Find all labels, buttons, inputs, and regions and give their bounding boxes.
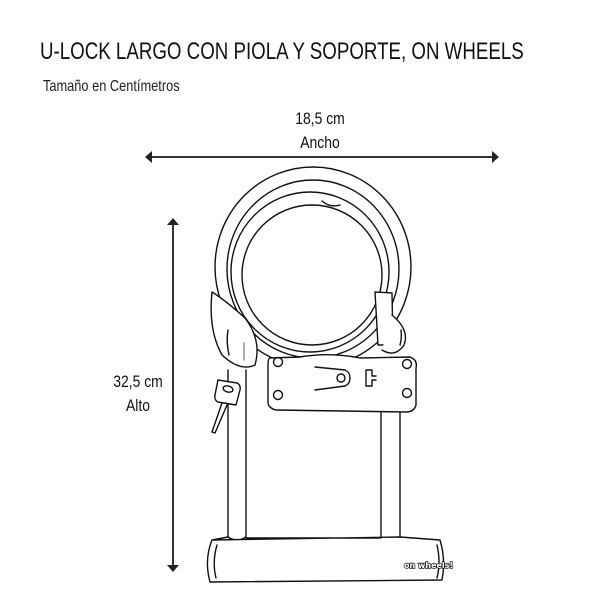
crossbar-lock-body-icon [206, 536, 445, 583]
height-caption: Alto [125, 396, 151, 415]
width-dimension-label: 18,5 cm Ancho [279, 107, 361, 155]
size-unit-subtitle: Tamaño en Centímetros [43, 78, 180, 95]
height-dimension-label: 32,5 cm Alto [105, 370, 171, 418]
height-value: 32,5 cm [113, 372, 163, 391]
cable-end-left-icon [210, 291, 258, 368]
brand-logo: on wheels! [404, 561, 453, 570]
width-caption: Ancho [300, 133, 340, 152]
cable-end-right-icon [374, 291, 407, 354]
width-value: 18,5 cm [295, 109, 345, 128]
key-icon [211, 379, 241, 434]
width-arrow-icon [145, 151, 499, 163]
height-arrow-icon [167, 218, 179, 572]
mounting-bracket-icon [267, 354, 418, 413]
product-title: U-LOCK LARGO CON PIOLA Y SOPORTE, ON WHE… [40, 38, 524, 65]
